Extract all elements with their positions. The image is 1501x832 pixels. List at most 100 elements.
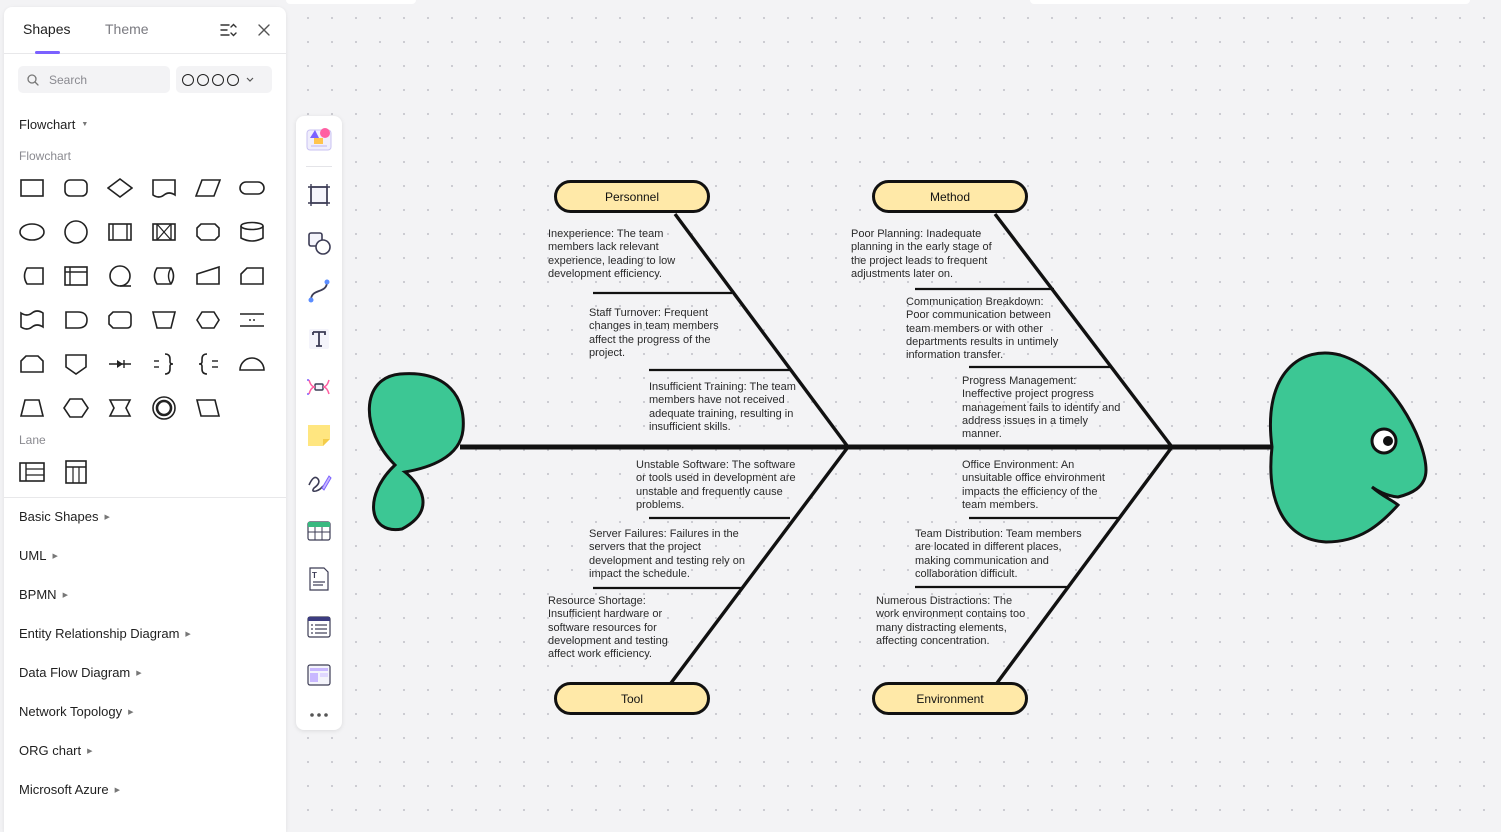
caret-right-icon: ▶ [104, 513, 110, 521]
close-icon[interactable] [254, 20, 274, 40]
horizontal-pool-shape-icon[interactable] [18, 458, 46, 486]
group-label-lane: Lane [19, 433, 46, 447]
library-bpmn[interactable]: BPMN▶ [19, 587, 68, 602]
rib-tool [669, 445, 850, 685]
predefined-process-shape-icon[interactable] [106, 218, 134, 246]
semicircle-shape-icon[interactable] [238, 350, 266, 378]
connector-icon[interactable] [303, 275, 335, 307]
cause-method-communication[interactable]: Communication Breakdown: Poor communicat… [906, 296, 1059, 362]
cause-env-team-distribution[interactable]: Team Distribution: Team members are loca… [915, 528, 1082, 580]
library-erd[interactable]: Entity Relationship Diagram▶ [19, 626, 191, 641]
fish-tail[interactable] [367, 372, 465, 532]
banner-shape-icon[interactable] [106, 394, 134, 422]
process-shape-icon[interactable] [18, 174, 46, 202]
library-uml[interactable]: UML▶ [19, 548, 58, 563]
off-page-connector-shape-icon[interactable] [62, 350, 90, 378]
card-shape-icon[interactable] [238, 262, 266, 290]
library-microsoft-azure[interactable]: Microsoft Azure▶ [19, 782, 120, 797]
cause-tool-resource-shortage[interactable]: Resource Shortage: Insufficient hardware… [548, 595, 668, 661]
preparation-shape-icon[interactable] [194, 306, 222, 334]
vertical-pool-shape-icon[interactable] [62, 458, 90, 486]
document-shape-icon[interactable] [150, 174, 178, 202]
caret-right-icon: ▶ [62, 591, 68, 599]
cause-env-office-environment[interactable]: Office Environment: An unsuitable office… [962, 459, 1105, 511]
list-icon[interactable] [303, 611, 335, 643]
category-environment[interactable]: Environment [872, 682, 1028, 715]
stored-data-shape-icon[interactable] [18, 262, 46, 290]
caret-right-icon: ▶ [185, 630, 191, 638]
decision-shape-icon[interactable] [106, 174, 134, 202]
collate-shape-icon[interactable] [106, 350, 134, 378]
direct-access-storage-shape-icon[interactable] [150, 262, 178, 290]
data-shape-icon[interactable] [194, 174, 222, 202]
style-option-circle [212, 73, 224, 86]
style-option-circle [182, 73, 194, 86]
category-personnel[interactable]: Personnel [554, 180, 710, 213]
cause-env-distractions[interactable]: Numerous Distractions: The work environm… [876, 595, 1026, 647]
shape-style-select[interactable] [176, 66, 272, 93]
library-title: UML [19, 548, 47, 563]
rounded-rectangle-shape-icon[interactable] [62, 174, 90, 202]
cause-tool-unstable-software[interactable]: Unstable Software: The software or tools… [636, 459, 796, 511]
category-method[interactable]: Method [872, 180, 1028, 213]
annotation-lines-shape-icon[interactable] [238, 306, 266, 334]
rib-method [993, 212, 1174, 449]
tab-shapes[interactable]: Shapes [23, 21, 71, 37]
cause-tool-server-failures[interactable]: Server Failures: Failures in the servers… [589, 528, 745, 580]
circle-shape-icon[interactable] [62, 218, 90, 246]
text-icon[interactable] [303, 323, 335, 355]
hexagon-shape-icon[interactable] [62, 394, 90, 422]
mindmap-icon[interactable] [303, 371, 335, 403]
search-field[interactable] [18, 66, 170, 93]
rib-personnel [673, 212, 850, 449]
layout-icon[interactable] [303, 659, 335, 691]
cause-personnel-inexperience[interactable]: Inexperience: The team members lack rele… [548, 228, 676, 280]
loop-limit-shape-icon[interactable] [18, 350, 46, 378]
manage-libraries-icon[interactable] [218, 20, 238, 40]
cause-method-poor-planning[interactable]: Poor Planning: Inadequate planning in th… [851, 228, 992, 280]
search-input[interactable] [47, 71, 161, 88]
rib-environment [995, 445, 1174, 685]
double-circle-shape-icon[interactable] [150, 394, 178, 422]
tab-theme[interactable]: Theme [105, 21, 149, 37]
delay-shape-icon[interactable] [62, 306, 90, 334]
shape-icon[interactable] [303, 227, 335, 259]
category-tool[interactable]: Tool [554, 682, 710, 715]
sticky-note-icon[interactable] [303, 419, 335, 451]
right-brace-shape-icon[interactable] [150, 350, 178, 378]
library-network-topology[interactable]: Network Topology▶ [19, 704, 133, 719]
parallelogram-shape-icon[interactable] [194, 394, 222, 422]
svg-text:T: T [312, 571, 317, 580]
sequential-data-shape-icon[interactable] [106, 262, 134, 290]
database-shape-icon[interactable] [238, 218, 266, 246]
text-box-icon[interactable]: T [303, 563, 335, 595]
paper-tape-shape-icon[interactable] [18, 306, 46, 334]
alternate-process-shape-icon[interactable] [194, 218, 222, 246]
manual-input-shape-icon[interactable] [194, 262, 222, 290]
caret-down-icon: ▼ [81, 121, 89, 128]
internal-storage-shape-icon[interactable] [62, 262, 90, 290]
library-title: Microsoft Azure [19, 782, 109, 797]
template-icon[interactable] [303, 122, 335, 154]
ellipse-shape-icon[interactable] [18, 218, 46, 246]
cause-personnel-staff-turnover[interactable]: Staff Turnover: Frequent changes in team… [589, 307, 719, 359]
trapezoid-shape-icon[interactable] [18, 394, 46, 422]
pen-icon[interactable] [303, 467, 335, 499]
manual-operation-shape-icon[interactable] [150, 306, 178, 334]
parallel-mode-shape-icon[interactable] [150, 218, 178, 246]
left-brace-shape-icon[interactable] [194, 350, 222, 378]
table-icon[interactable] [303, 515, 335, 547]
frame-icon[interactable] [303, 179, 335, 211]
library-org-chart[interactable]: ORG chart▶ [19, 743, 93, 758]
fish-head[interactable] [1269, 351, 1428, 544]
library-data-flow[interactable]: Data Flow Diagram▶ [19, 665, 142, 680]
cause-personnel-insufficient-training[interactable]: Insufficient Training: The team members … [649, 381, 796, 433]
display-shape-icon[interactable] [106, 306, 134, 334]
terminator-shape-icon[interactable] [238, 174, 266, 202]
more-icon[interactable] [303, 699, 335, 731]
library-basic-shapes[interactable]: Basic Shapes▶ [19, 509, 110, 524]
active-tab-indicator [35, 51, 60, 54]
cause-method-progress-management[interactable]: Progress Management: Ineffective project… [962, 375, 1121, 441]
library-flowchart-header[interactable]: Flowchart ▼ [19, 117, 88, 132]
caret-right-icon: ▶ [136, 669, 142, 677]
